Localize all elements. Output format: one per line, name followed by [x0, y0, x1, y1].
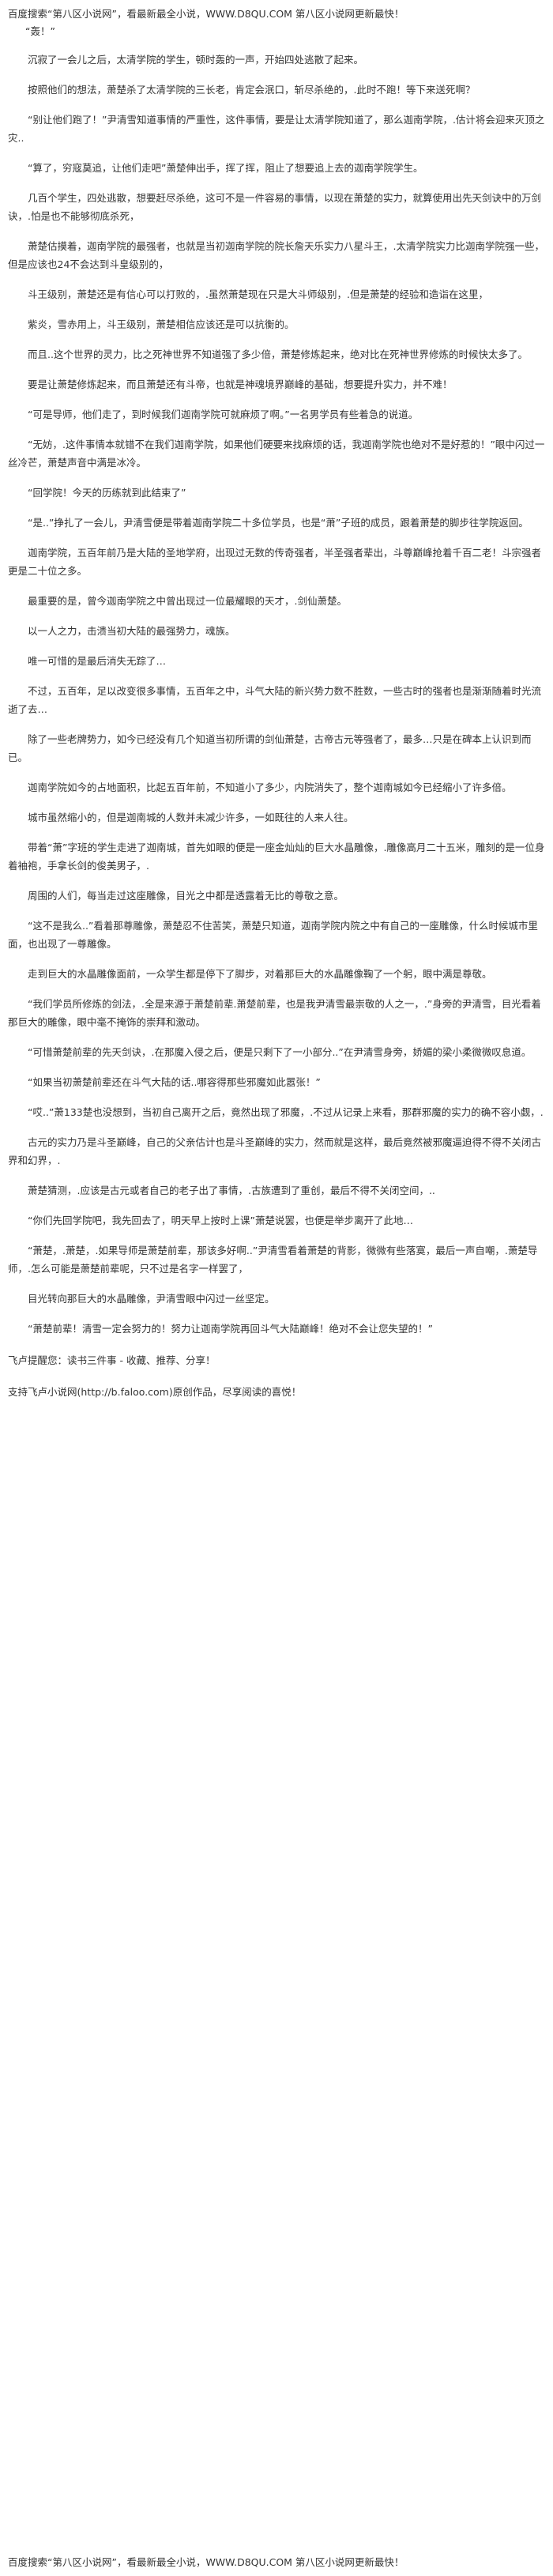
chapter-paragraph: “别让他们跑了！”尹清雪知道事情的严重性，这件事情，要是让太清学院知道了，那么迦…	[8, 114, 545, 144]
chapter-paragraph: 目光转向那巨大的水晶雕像，尹清雪眼中闪过一丝坚定。	[28, 1293, 275, 1305]
chapter-paragraph: 不过，五百年，足以改变很多事情，五百年之中，斗气大陆的新兴势力数不胜数，一些古时…	[8, 685, 542, 715]
chapter-paragraph: 以一人之力，击溃当初大陆的最强势力，魂族。	[28, 625, 235, 637]
header-banner-text: 百度搜索“第八区小说网”，看最新最全小说，WWW.D8QU.COM 第八区小说网…	[8, 8, 404, 20]
chapter-paragraph: 要是让萧楚修炼起来，而且萧楚还有斗帝，也就是神魂境界巅峰的基础，想要提升实力，并…	[28, 378, 453, 390]
chapter-paragraph: 几百个学生，四处逃散，想要赶尽杀绝，这可不是一件容易的事情，以现在萧楚的实力，就…	[8, 192, 542, 222]
chapter-paragraph: 周围的人们，每当走过这座雕像，目光之中都是透露着无比的尊敬之意。	[28, 890, 344, 902]
chapter-paragraph: “我们学员所修炼的剑法，.全是来源于萧楚前辈.萧楚前辈，也是我尹清雪最崇敬的人之…	[8, 998, 541, 1028]
chapter-paragraph: “萧楚，.萧楚，.如果导师是萧楚前辈，那该多好啊..”尹清雪看着萧楚的背影，微微…	[8, 1245, 538, 1275]
footer-reminder: 飞卢提醒您：读书三件事 - 收藏、推荐、分享！	[8, 1354, 216, 1366]
chapter-paragraph: 紫炎，雪赤用上，斗王级别，萧楚相信应该还是可以抗衡的。	[28, 318, 295, 330]
chapter-paragraph: 迦南学院如今的占地面积，比起五百年前，不知道小了多少，内院消失了，整个迦南城如今…	[28, 781, 512, 793]
chapter-paragraph: 走到巨大的水晶雕像面前，一众学生都是停下了脚步，对着那巨大的水晶雕像鞠了一个躬，…	[28, 968, 492, 980]
chapter-paragraph: “是..”挣扎了一会儿，尹清雪便是带着迦南学院二十多位学员，也是“萧”子班的成员…	[28, 517, 529, 529]
chapter-paragraph: 带着“萧”字班的学生走进了迦南城，首先如眼的便是一座金灿灿的巨大水晶雕像，.雕像…	[8, 842, 545, 872]
chapter-paragraph: 萧楚猜测，.应该是古元或者自己的老子出了事情，.古族遭到了重创，最后不得不关闭空…	[28, 1184, 435, 1196]
chapter-paragraph: 除了一些老牌势力，如今已经没有几个知道当初所谓的剑仙萧楚，古帝古元等强者了，最多…	[8, 733, 532, 763]
chapter-paragraph: “你们先回学院吧，我先回去了，明天早上按时上课”萧楚说罢，也便是举步离开了此地…	[28, 1215, 413, 1226]
chapter-content: 沉寂了一会儿之后，太清学院的学生，顿时轰的一声，开始四处逃散了起来。按照他们的想…	[8, 51, 545, 1338]
chapter-paragraph: 按照他们的想法，萧楚杀了太清学院的三长老，肯定会泯口，斩尽杀绝的，.此时不跑！等…	[28, 84, 476, 96]
footer-notes: 飞卢提醒您：读书三件事 - 收藏、推荐、分享！ 支持飞卢小说网(http://b…	[8, 1352, 545, 1401]
footer-banner: 百度搜索“第八区小说网”，看最新最全小说，WWW.D8QU.COM 第八区小说网…	[8, 2556, 404, 2568]
chapter-paragraph: “算了，穷寇莫追，让他们走吧”萧楚伸出手，挥了挥，阻止了想要追上去的迦南学院学生…	[28, 162, 423, 174]
chapter-paragraph: “可是导师，他们走了，到时候我们迦南学院可就麻烦了啊。”一名男学员有些着急的说道…	[28, 409, 419, 420]
footer-support: 支持飞卢小说网(http://b.faloo.com)原创作品，尽享阅读的喜悦！	[8, 1386, 302, 1398]
chapter-paragraph: 萧楚估摸着，迦南学院的最强者，也就是当初迦南学院的院长詹天乐实力八星斗王，.太清…	[8, 240, 544, 270]
header-banner: 百度搜索“第八区小说网”，看最新最全小说，WWW.D8QU.COM 第八区小说网…	[8, 5, 545, 40]
chapter-paragraph: “回学院！今天的历练就到此结束了”	[28, 487, 186, 499]
chapter-paragraph: 古元的实力乃是斗圣巅峰，自己的父亲估计也是斗圣巅峰的实力，然而就是这样，最后竟然…	[8, 1136, 542, 1166]
chapter-paragraph: “可惜萧楚前辈的先天剑诀，.在那魔入侵之后，便是只剩下了一小部分..”在尹清雪身…	[28, 1046, 532, 1058]
chapter-paragraph: 迦南学院，五百年前乃是大陆的圣地学府，出现过无数的传奇强者，半圣强者辈出，斗尊巅…	[8, 547, 542, 577]
chapter-paragraph: “哎..”萧133楚也没想到，当初自己离开之后，竟然出现了邪魔，.不过从记录上来…	[28, 1106, 544, 1118]
chapter-paragraph: “萧楚前辈！清雪一定会努力的！努力让迦南学院再回斗气大陆巅峰！绝对不会让您失望的…	[28, 1323, 433, 1335]
chapter-paragraph: “无妨，.这件事情本就错不在我们迦南学院，如果他们硬要来找麻烦的话，我迦南学院也…	[8, 439, 545, 469]
chapter-paragraph: 城市虽然缩小的，但是迦南城的人数并未减少许多，一如既往的人来人往。	[28, 812, 354, 823]
chapter-paragraph: “如果当初萧楚前辈还在斗气大陆的话..哪容得那些邪魔如此嚣张！”	[28, 1076, 321, 1088]
chapter-paragraph: 唯一可惜的是最后消失无踪了…	[28, 655, 167, 667]
chapter-paragraph: 沉寂了一会儿之后，太清学院的学生，顿时轰的一声，开始四处逃散了起来。	[28, 54, 364, 66]
chapter-paragraph: 而且..这个世界的灵力，比之死神世界不知道强了多少倍，萧楚修炼起来，绝对比在死神…	[28, 348, 528, 360]
chapter-paragraph: “这不是我么..”看着那尊雕像，萧楚忍不住苦笑，萧楚只知道，迦南学院内院之中有自…	[8, 920, 538, 950]
opening-line: “轰！”	[25, 25, 55, 37]
chapter-paragraph: 最重要的是，曾今迦南学院之中曾出现过一位最耀眼的天才，.剑仙萧楚。	[28, 595, 347, 607]
chapter-paragraph: 斗王级别，萧楚还是有信心可以打败的，.虽然萧楚现在只是大斗师级别，.但是萧楚的经…	[28, 288, 488, 300]
